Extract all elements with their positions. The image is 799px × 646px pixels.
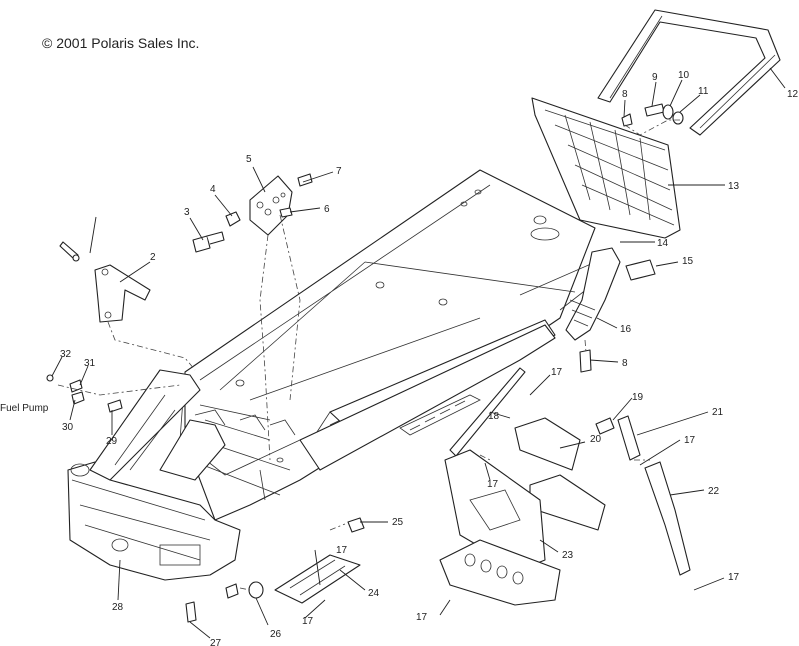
panel-23 [444, 449, 546, 571]
block-19 [595, 417, 615, 435]
washer-10 [662, 104, 674, 120]
callout-numbers: 2 3 4 5 6 7 8 8 9 10 11 12 13 14 15 16 1… [0, 70, 799, 646]
callout-17-g: 17 [728, 572, 740, 583]
copyright-notice: © 2001 Polaris Sales Inc. [42, 35, 199, 51]
bolt-7 [297, 173, 313, 187]
bolt-21 [617, 415, 641, 461]
callout-19: 19 [632, 392, 644, 403]
bolt-9 [644, 103, 665, 117]
callout-17-b: 17 [684, 435, 696, 446]
callout-17-f: 17 [416, 612, 428, 623]
callout-16: 16 [620, 324, 632, 335]
grab-bar-12 [597, 9, 781, 136]
footrest-16 [565, 247, 621, 341]
callout-30: 30 [62, 422, 74, 433]
callout-29: 29 [106, 436, 118, 447]
bolt-8-upper [621, 113, 633, 127]
fuel-pump-label: Fuel Pump [0, 403, 49, 414]
callout-28: 28 [112, 602, 124, 613]
callout-13: 13 [728, 181, 740, 192]
callout-4: 4 [210, 184, 216, 195]
callout-5: 5 [246, 154, 252, 165]
bolt-29 [107, 399, 123, 413]
bracket-20-upper [514, 417, 581, 471]
side-bar-22 [644, 461, 691, 576]
mount-plate-5 [249, 175, 293, 236]
callout-17-c: 17 [487, 479, 499, 490]
callout-25: 25 [392, 517, 404, 528]
skid-plate [439, 539, 561, 606]
bolt-item-1 [59, 241, 80, 262]
washer-31 [69, 379, 83, 393]
nut-26 [248, 581, 264, 599]
callout-27: 27 [210, 638, 222, 646]
bolt-8-lower [579, 349, 592, 373]
tag-15 [625, 259, 656, 281]
callout-32: 32 [60, 349, 72, 360]
callout-18: 18 [488, 411, 500, 422]
callout-14: 14 [657, 238, 669, 249]
bolt-32 [46, 374, 54, 382]
callout-11: 11 [698, 86, 709, 97]
callout-23: 23 [562, 550, 574, 561]
bolt-27 [185, 601, 197, 623]
callout-8-lower: 8 [622, 358, 628, 369]
nut-4 [225, 211, 241, 227]
callout-21: 21 [712, 407, 724, 418]
nut-11 [672, 111, 684, 125]
callout-7: 7 [336, 166, 342, 177]
chassis-tunnel [179, 169, 606, 521]
callout-31: 31 [84, 358, 96, 369]
callout-17-d: 17 [336, 545, 348, 556]
callout-8-upper: 8 [622, 89, 628, 100]
bolt-6 [279, 207, 293, 218]
callout-15: 15 [682, 256, 694, 267]
callout-10: 10 [678, 70, 690, 81]
callout-26: 26 [270, 629, 282, 640]
rail-18 [449, 367, 526, 457]
callout-6: 6 [324, 204, 330, 215]
bolt-25 [347, 517, 365, 533]
callout-17-e: 17 [302, 616, 314, 627]
callout-24: 24 [368, 588, 380, 599]
front-bulkhead-frame [67, 369, 296, 581]
washer-27 [225, 583, 239, 599]
callout-3: 3 [184, 207, 190, 218]
nut-30 [71, 391, 85, 405]
bolt-3 [192, 231, 225, 253]
bracket-2 [94, 264, 151, 323]
leader-lines [51, 67, 786, 639]
callout-22: 22 [708, 486, 720, 497]
rear-grille-13 [531, 97, 681, 239]
callout-20: 20 [590, 434, 602, 445]
callout-9: 9 [652, 72, 658, 83]
plate-24 [274, 554, 361, 604]
callout-17-a: 17 [551, 367, 563, 378]
callout-12: 12 [787, 89, 799, 100]
callout-2: 2 [150, 252, 156, 263]
